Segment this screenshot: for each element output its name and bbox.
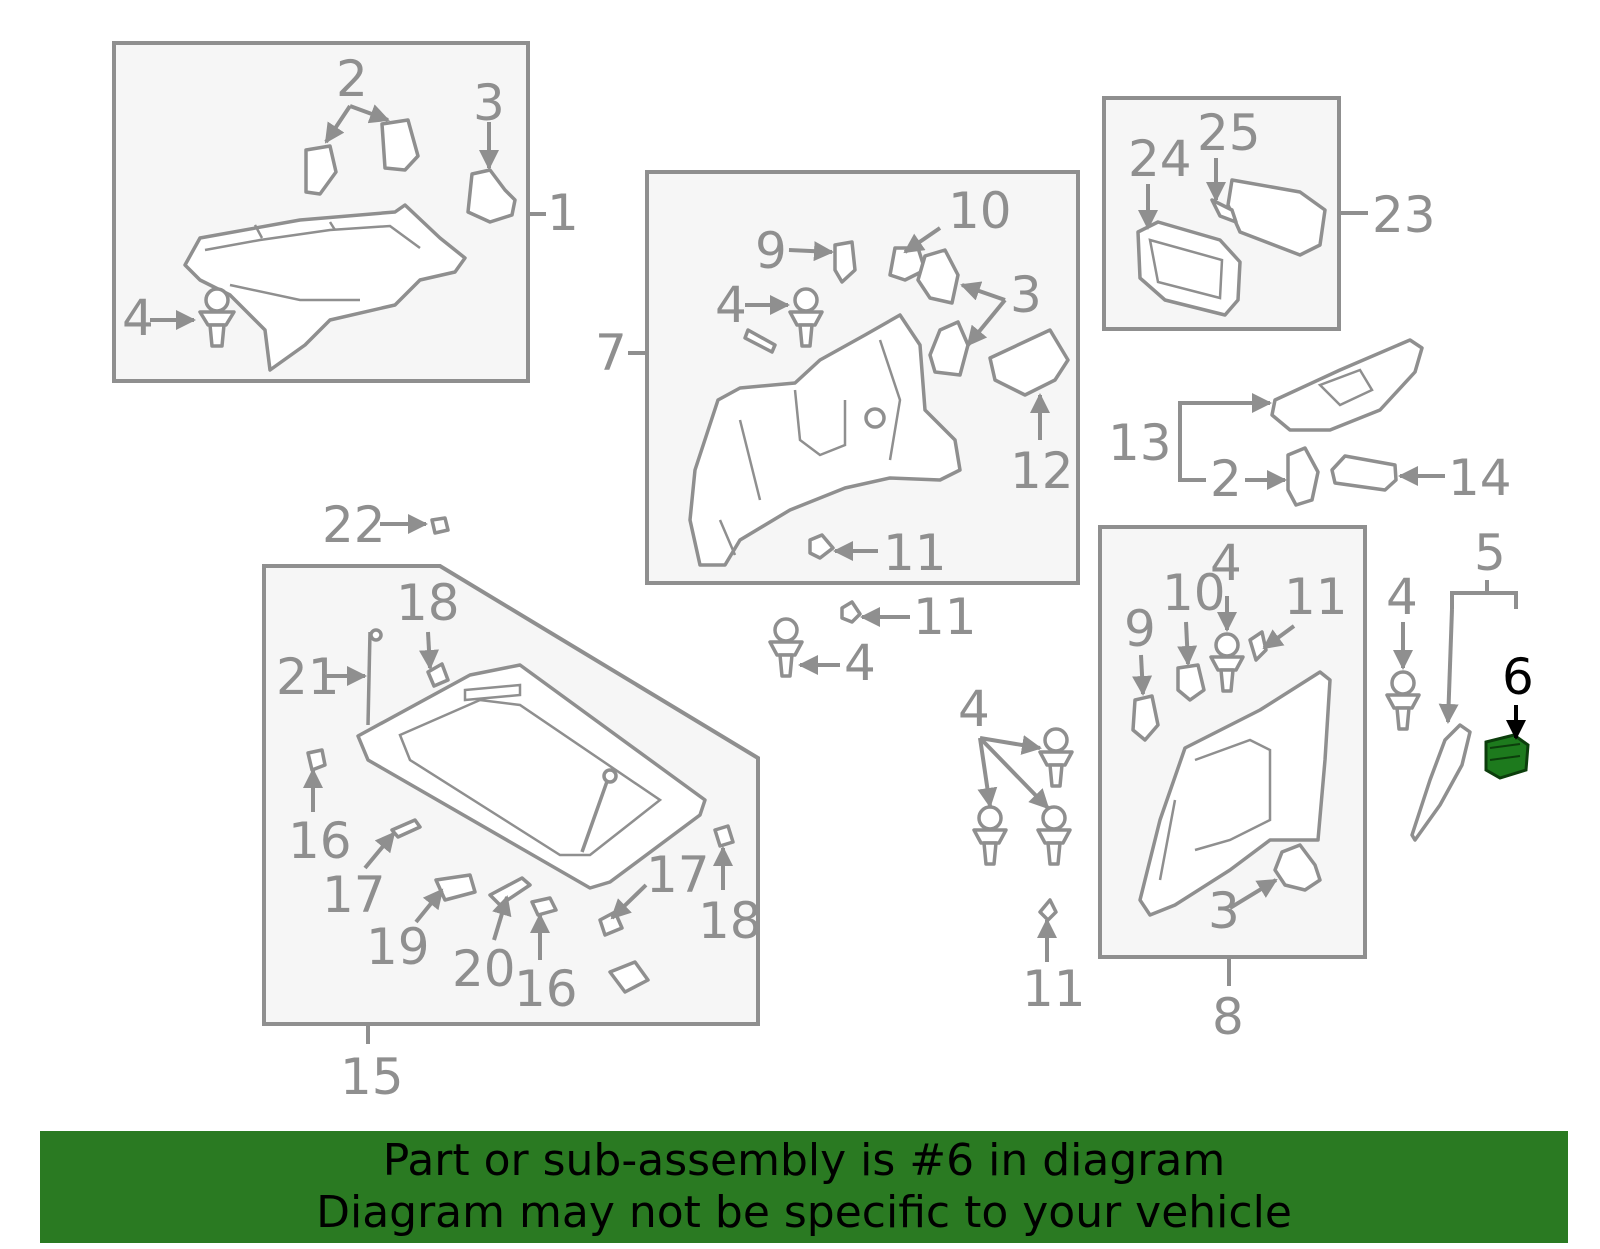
- callout-17: 17: [646, 846, 710, 904]
- clip-bolt: [788, 287, 824, 348]
- callout-14: 14: [1448, 449, 1512, 507]
- group-box-1: 2 3 4 1: [112, 41, 579, 383]
- callout-17: 17: [322, 866, 386, 924]
- group-middle-fasteners: 11 4 4 11: [768, 588, 1086, 1018]
- callout-9: 9: [755, 222, 787, 280]
- callout-11: 11: [913, 588, 977, 646]
- callout-10: 10: [1162, 564, 1226, 622]
- callout-3: 3: [1010, 266, 1042, 324]
- callout-12: 12: [1010, 442, 1074, 500]
- highlighted-part-6[interactable]: [1484, 733, 1530, 780]
- callout-3: 3: [473, 74, 505, 132]
- callout-11: 11: [883, 524, 947, 582]
- callout-23: 23: [1372, 186, 1436, 244]
- clip-bolt: [198, 287, 236, 348]
- callout-18: 18: [698, 892, 762, 950]
- banner-line-1: Part or sub-assembly is #6 in diagram: [382, 1135, 1226, 1186]
- callout-2: 2: [336, 50, 368, 108]
- callout-22: 22: [322, 496, 386, 554]
- callout-19: 19: [366, 918, 430, 976]
- callout-7: 7: [595, 324, 627, 382]
- callout-11: 11: [1022, 960, 1086, 1018]
- callout-3: 3: [1208, 882, 1240, 940]
- callout-4: 4: [1386, 568, 1418, 626]
- callout-16: 16: [514, 960, 578, 1018]
- callout-21: 21: [276, 648, 340, 706]
- callout-11: 11: [1284, 568, 1348, 626]
- callout-6-highlighted: 6: [1502, 648, 1534, 706]
- clip-bolt: [972, 805, 1008, 866]
- callout-10: 10: [948, 182, 1012, 240]
- callout-8: 8: [1212, 988, 1244, 1046]
- callout-16: 16: [288, 812, 352, 870]
- banner-line-2: Diagram may not be specific to your vehi…: [316, 1187, 1292, 1238]
- callout-18: 18: [396, 574, 460, 632]
- clip-bolt: [1036, 805, 1072, 866]
- clip-bolt: [768, 617, 804, 678]
- callout-20: 20: [452, 940, 516, 998]
- group-box-7: 10 9 4 3 12 11 7: [595, 170, 1080, 585]
- callout-15: 15: [340, 1048, 404, 1106]
- callout-4: 4: [715, 276, 747, 334]
- callout-5: 5: [1474, 524, 1506, 582]
- group-13-2-14: 13 2 14: [1108, 338, 1512, 508]
- callout-13: 13: [1108, 414, 1172, 472]
- callout-4: 4: [122, 289, 154, 347]
- clip-bolt: [1385, 670, 1421, 731]
- info-banner: Part or sub-assembly is #6 in diagram Di…: [40, 1131, 1568, 1243]
- callout-4: 4: [1210, 534, 1242, 592]
- callout-9: 9: [1124, 600, 1156, 658]
- clip-bolt: [1038, 727, 1074, 788]
- clip-bolt: [1209, 632, 1245, 693]
- group-box-23: 24 25 23: [1102, 96, 1436, 331]
- callout-2: 2: [1210, 450, 1242, 508]
- callout-25: 25: [1197, 104, 1261, 162]
- group-box-8: 4 10 9 11 3 8: [1098, 525, 1367, 1046]
- callout-4: 4: [958, 680, 990, 738]
- callout-1: 1: [547, 184, 579, 242]
- group-box-15: 22 18 21 16 17 19 20 16 17 18 15: [262, 496, 762, 1106]
- group-5-6: 5 4 6: [1385, 524, 1534, 842]
- callout-4: 4: [844, 634, 876, 692]
- callout-24: 24: [1128, 130, 1192, 188]
